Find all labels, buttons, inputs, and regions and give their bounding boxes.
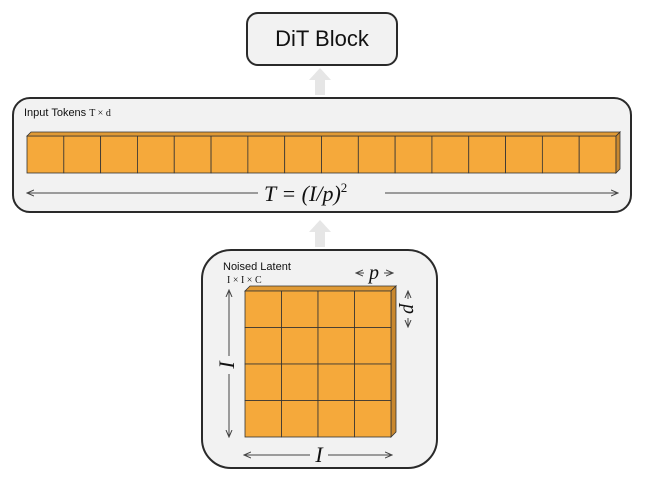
latent-patch-cell [244,290,282,328]
latent-width-label: I [314,442,324,467]
latent-height-label: I [214,360,239,370]
input-tokens-dims: T × d [89,108,111,119]
latent-patch-cell [317,363,355,401]
latent-patch-cell [317,400,355,438]
token-cell [541,135,580,174]
latent-patch-cell [244,400,282,438]
patch-height-label: p [398,302,420,314]
token-cell [63,135,102,174]
noised-latent-dims: I × I × C [227,275,262,286]
dit-block: DiT Block [246,12,398,66]
latent-patch-cell [354,290,392,328]
input-tokens-title: Input Tokens [24,107,87,119]
token-cell [26,135,65,174]
tokens-formula-base: T = (I/p) [264,181,341,206]
token-row [26,131,621,174]
token-cell [468,135,506,174]
token-cell [284,135,322,174]
up-arrow-bottom [309,220,331,247]
latent-patch-cell [354,327,392,365]
token-cell [100,135,138,174]
token-cell [357,135,396,174]
token-cell [137,135,175,174]
latent-grid-side [390,285,397,438]
input-tokens-label: Input Tokens T × d [24,107,111,119]
latent-patch-cell [317,327,355,365]
token-cell [505,135,543,174]
token-cell [578,135,617,174]
latent-patch-cell [354,363,392,401]
up-arrow-top [309,68,331,95]
patch-width-label: p [367,262,379,284]
token-row-top [26,131,621,137]
latent-patch-cell [244,363,282,401]
latent-patch-cell [281,363,319,401]
token-row-side [615,131,621,174]
token-cell [394,135,433,174]
latent-patch-cell [317,290,355,328]
latent-patch-cell [281,290,319,328]
latent-patch-cell [354,400,392,438]
tokens-formula-exponent: 2 [341,180,348,195]
latent-patch-cell [244,327,282,365]
noised-latent-title: Noised Latent [223,261,291,273]
latent-grid-top [244,285,397,292]
token-cell [321,135,359,174]
token-cell [173,135,212,174]
token-cell [431,135,470,174]
token-cell [210,135,249,174]
latent-grid [244,285,397,438]
token-cell [247,135,286,174]
latent-patch-cell [281,400,319,438]
latent-patch-cell [281,327,319,365]
tokens-formula: T = (I/p)2 [264,180,347,206]
dit-block-label: DiT Block [275,26,369,51]
